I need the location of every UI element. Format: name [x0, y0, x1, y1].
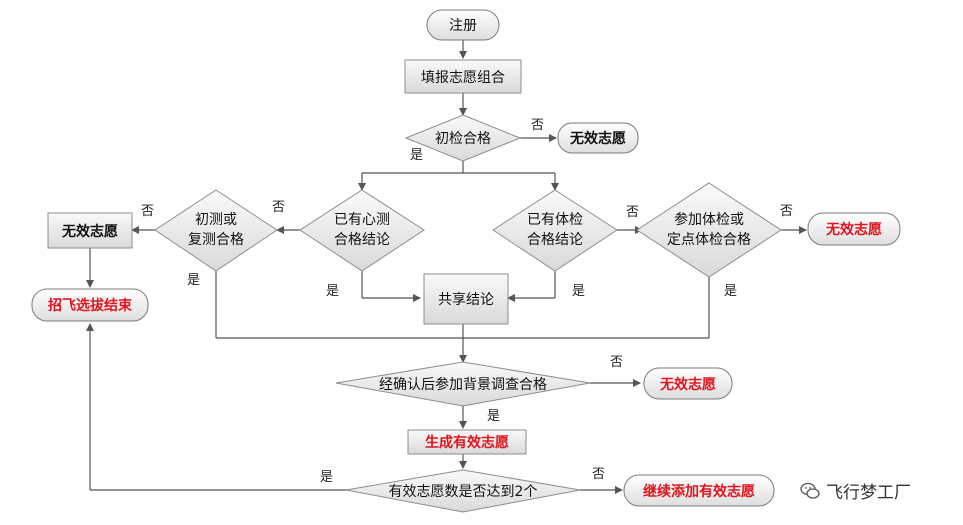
continue-adding-terminal: 继续添加有效志愿 [623, 474, 775, 507]
svg-text:生成有效志愿: 生成有效志愿 [425, 434, 509, 451]
no-label: 否 [610, 355, 623, 370]
svg-text:无效志愿: 无效志愿 [61, 223, 118, 240]
svg-text:填报志愿组合: 填报志愿组合 [421, 70, 505, 86]
svg-text:经确认后参加背景调查合格: 经确认后参加背景调查合格 [379, 376, 547, 393]
yes-label: 是 [187, 273, 200, 288]
svg-text:无效志愿: 无效志愿 [825, 221, 882, 238]
svg-text:已有体检: 已有体检 [527, 212, 583, 228]
svg-text:合格结论: 合格结论 [527, 232, 583, 248]
svg-text:招飞选拔结束: 招飞选拔结束 [48, 297, 133, 314]
invalid-1-terminal: 无效志愿 [557, 122, 639, 154]
svg-text:继续添加有效志愿: 继续添加有效志愿 [643, 483, 755, 500]
no-label: 否 [141, 204, 154, 219]
start-node: 注册 [426, 9, 500, 41]
svg-text:合格结论: 合格结论 [334, 232, 390, 248]
no-label: 否 [531, 118, 544, 133]
no-label: 否 [626, 205, 639, 220]
watermark-text: 飞行梦工厂 [826, 483, 911, 503]
no-label: 否 [272, 200, 285, 215]
join-physical-exam-diamond: 参加体检或 定点体检合格 [636, 182, 782, 278]
svg-text:初检合格: 初检合格 [435, 130, 491, 147]
selection-end-terminal: 招飞选拔结束 [31, 288, 149, 322]
fill-choices-box: 填报志愿组合 [404, 59, 522, 94]
initial-psych-test-diamond: 初测或 复测合格 [154, 189, 278, 272]
share-result-box: 共享结论 [423, 273, 509, 325]
has-physical-result-diamond: 已有体检 合格结论 [492, 189, 618, 272]
svg-text:无效志愿: 无效志愿 [569, 130, 626, 147]
has-psych-result-diamond: 已有心测 合格结论 [299, 189, 425, 272]
no-label: 否 [780, 204, 793, 219]
svg-text:已有心测: 已有心测 [334, 212, 390, 228]
yes-label: 是 [410, 148, 423, 163]
connectors [86, 40, 807, 494]
watermark: 飞行梦工厂 [800, 478, 911, 503]
yes-label: 是 [326, 284, 339, 299]
invalid-left-box: 无效志愿 [47, 212, 133, 249]
yes-label: 是 [320, 470, 333, 485]
wechat-icon [800, 482, 820, 499]
svg-text:有效志愿数是否达到2个: 有效志愿数是否达到2个 [389, 484, 538, 500]
generate-valid-choice-box: 生成有效志愿 [407, 429, 527, 455]
svg-text:注册: 注册 [449, 18, 477, 34]
svg-text:无效志愿: 无效志愿 [659, 376, 716, 393]
invalid-background-terminal: 无效志愿 [643, 367, 733, 400]
yes-label: 是 [572, 284, 585, 299]
no-label: 否 [592, 467, 605, 482]
svg-text:初测或: 初测或 [195, 211, 237, 228]
invalid-right-terminal: 无效志愿 [807, 212, 901, 246]
svg-text:参加体检或: 参加体检或 [674, 211, 744, 228]
background-check-diamond: 经确认后参加背景调查合格 [335, 361, 591, 407]
initial-check-diamond: 初检合格 [404, 114, 522, 162]
svg-text:定点体检合格: 定点体检合格 [667, 232, 751, 248]
yes-label: 是 [724, 284, 737, 299]
svg-text:共享结论: 共享结论 [438, 291, 494, 308]
svg-text:复测合格: 复测合格 [188, 231, 244, 248]
yes-label: 是 [487, 409, 500, 424]
count-check-diamond: 有效志愿数是否达到2个 [345, 469, 581, 513]
